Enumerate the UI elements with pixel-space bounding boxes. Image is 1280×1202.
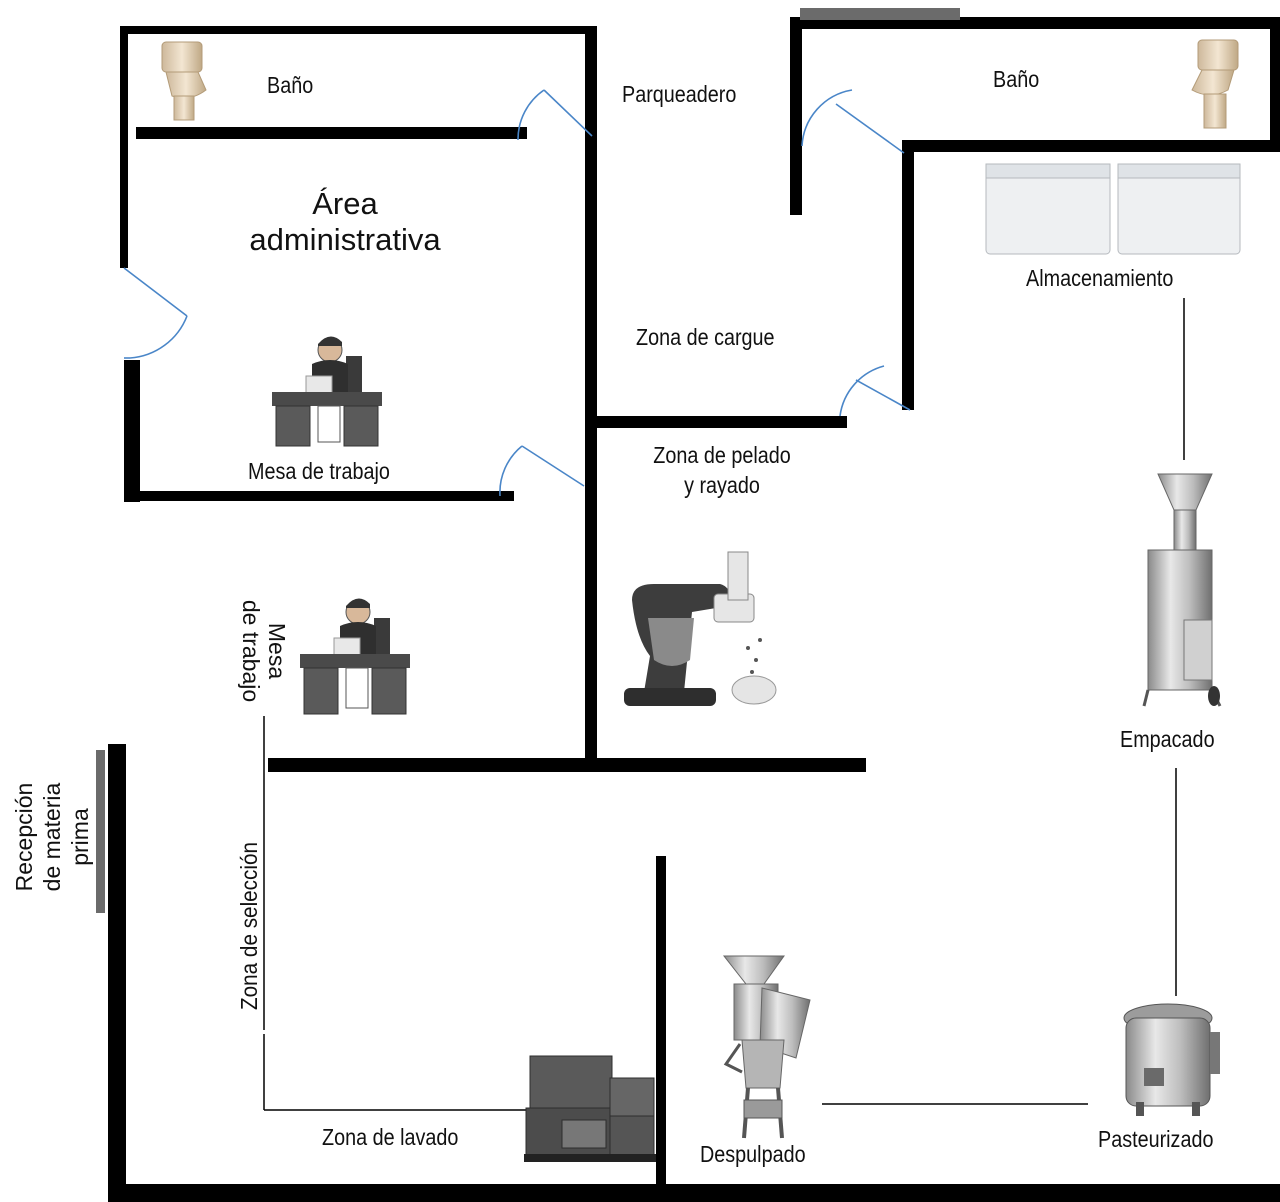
crates-icon — [524, 1055, 656, 1162]
flow-lines — [263, 298, 1185, 1111]
label-area-administrativa: Área administrativa — [230, 186, 460, 258]
label-pelado-line1: Zona de pelado — [653, 442, 791, 468]
label-recepcion-line1: Recepción — [11, 782, 37, 892]
label-zona-pelado: Zona de pelado y rayado — [622, 440, 822, 500]
walls — [96, 8, 1280, 1202]
label-despulpado: Despulpado — [700, 1141, 806, 1167]
label-zona-cargue: Zona de cargue — [636, 324, 775, 350]
label-area-line2: administrativa — [249, 222, 441, 257]
pulper-machine-icon — [722, 955, 811, 1139]
label-almacenamiento: Almacenamiento — [1026, 265, 1174, 291]
label-recepcion-line2: de materia — [39, 782, 65, 892]
label-recepcion: Recepción de materia prima — [10, 762, 94, 912]
label-mesa-v-line1: Mesa — [264, 622, 290, 680]
label-bano-right: Baño — [993, 66, 1040, 92]
office-worker-icon — [300, 598, 410, 715]
chest-freezer-icon — [985, 163, 1241, 255]
label-zona-lavado: Zona de lavado — [322, 1124, 459, 1150]
packaging-machine-icon — [1142, 473, 1222, 707]
label-mesa-trabajo-admin: Mesa de trabajo — [248, 458, 390, 484]
label-pelado-line2: y rayado — [684, 472, 760, 498]
pasteurizer-kettle-icon — [1123, 1003, 1220, 1116]
stand-mixer-grater-icon — [624, 551, 777, 706]
label-pasteurizado: Pasteurizado — [1098, 1126, 1214, 1152]
label-bano-left: Baño — [267, 72, 314, 98]
toilet-icon — [1191, 39, 1239, 129]
office-worker-icon — [272, 336, 382, 447]
toilet-icon — [161, 41, 207, 121]
label-mesa-trabajo-vertical: Mesa de trabajo — [238, 588, 290, 714]
label-mesa-v-line2: de trabajo — [238, 599, 264, 703]
label-area-line1: Área — [312, 186, 378, 221]
doors — [123, 89, 911, 497]
label-empacado: Empacado — [1120, 726, 1215, 752]
label-parqueadero: Parqueadero — [622, 81, 737, 107]
label-recepcion-line3: prima — [67, 808, 93, 866]
label-zona-seleccion: Zona de selección — [236, 841, 262, 1010]
